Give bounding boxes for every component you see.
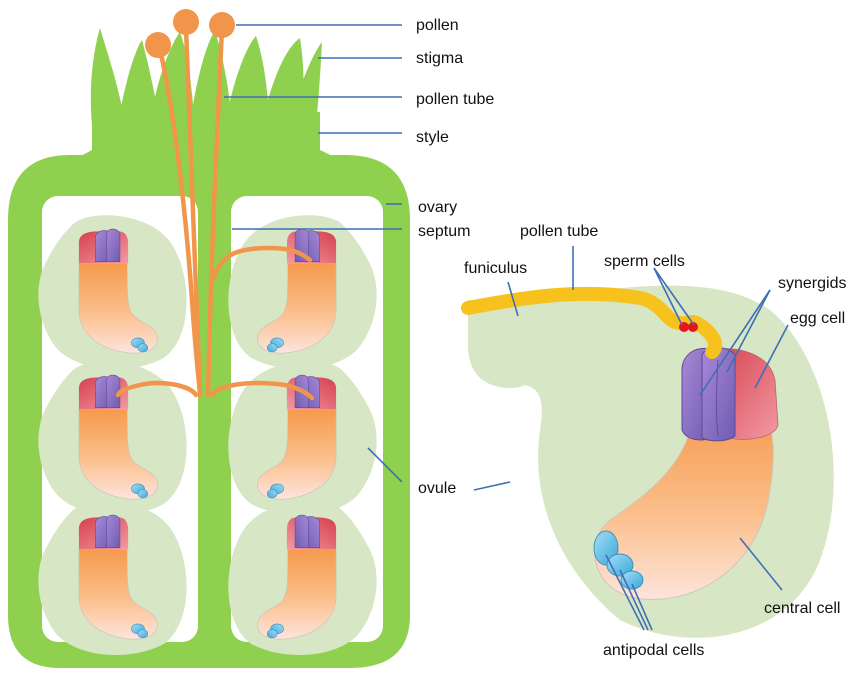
- ovule-small: [228, 215, 376, 369]
- synergid: [702, 348, 735, 441]
- label-central-cell: central cell: [764, 600, 840, 617]
- label-pollen-tube-right: pollen tube: [520, 223, 598, 240]
- ovule-small: [228, 501, 376, 655]
- label-ovule: ovule: [418, 480, 456, 497]
- ovule-small: [38, 501, 186, 655]
- pistil: [8, 9, 410, 668]
- label-synergids: synergids: [778, 275, 846, 292]
- pollen-grain: [209, 12, 235, 38]
- label-egg-cell: egg cell: [790, 310, 845, 327]
- label-style: style: [416, 129, 449, 146]
- label-sperm-cells: sperm cells: [604, 253, 685, 270]
- pollen-grain: [145, 32, 171, 58]
- stigma: [91, 28, 322, 125]
- pollen-grain: [173, 9, 199, 35]
- label-pollen: pollen: [416, 17, 459, 34]
- ovule-small: [38, 215, 186, 369]
- label-septum: septum: [418, 223, 470, 240]
- label-ovary: ovary: [418, 199, 457, 216]
- label-stigma: stigma: [416, 50, 463, 67]
- label-antipodal-cells: antipodal cells: [603, 642, 704, 659]
- style: [92, 112, 320, 150]
- label-funiculus: funiculus: [464, 260, 527, 277]
- label-pollen-tube: pollen tube: [416, 91, 494, 108]
